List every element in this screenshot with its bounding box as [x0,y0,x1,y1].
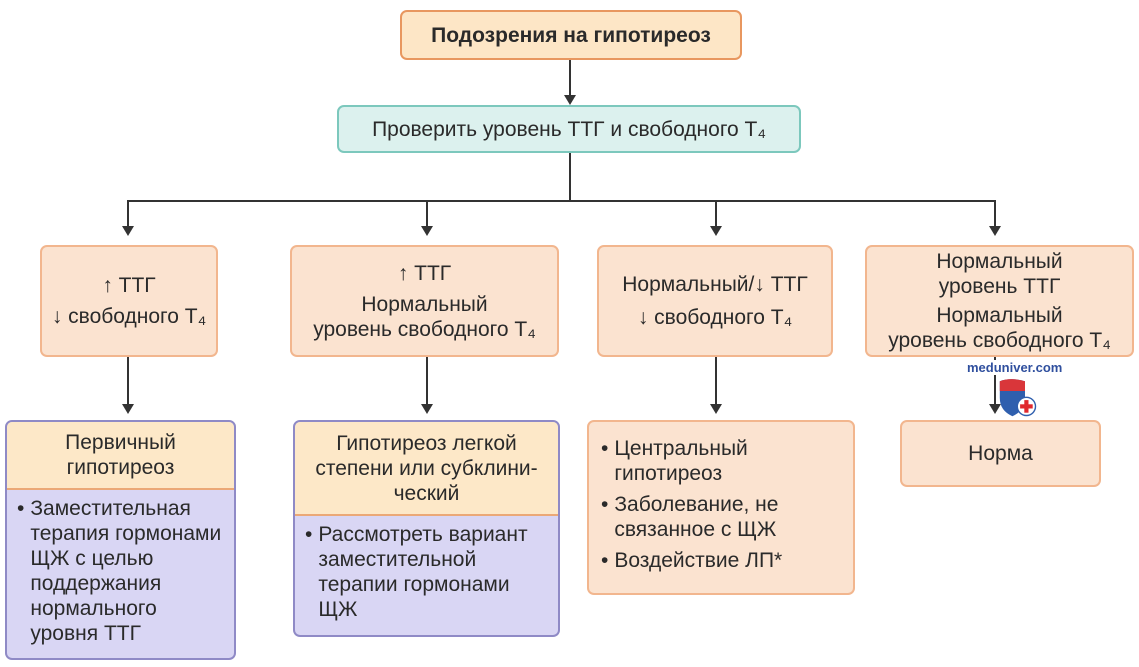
connector [569,153,571,201]
bullet-icon: • [17,497,25,520]
outcome-box-4: Норма [900,420,1101,487]
outcome-box-1: Первичный гипотиреоз •Заместительная тер… [5,420,236,660]
bullet-text: Заболевание, не связанное с ЩЖ [614,493,779,541]
bullet-text: Воздействие ЛП* [614,549,783,572]
connector [127,357,129,405]
bullet-item: •Центральный гипотиреоз [601,436,841,486]
result-line: уровень свободного Т₄ [313,317,536,341]
outcome-box-3: •Центральный гипотиреоз •Заболевание, не… [587,420,855,595]
bullet-item: •Заболевание, не связанное с ЩЖ [601,492,841,542]
shield-logo-icon [999,379,1037,417]
connector [426,357,428,405]
bullet-text: Рассмотреть вариант заместительной терап… [318,523,528,621]
bullet-text: Заместительная терапия гормонами ЩЖ с це… [30,497,222,645]
result-line: ↑ ТТГ [397,261,452,285]
outcome-body: •Заместительная терапия гормонами ЩЖ с ц… [7,490,234,658]
outcome-body: •Рассмотреть вариант заместительной тера… [295,516,558,634]
result-line: ↑ ТТГ [102,274,156,297]
connector [994,357,996,405]
result-line: ↓ свободного Т₄ [637,306,793,329]
result-line: Нормальный [936,250,1063,273]
arrow-head [989,404,1001,414]
result-box-4: Нормальный уровень ТТГ Нормальный уровен… [865,245,1134,357]
result-line: Нормальный [361,292,488,316]
bullet-icon: • [305,523,313,546]
result-line: ↓ свободного Т₄ [51,305,207,328]
arrow-head [564,95,576,105]
outcome-title-line: степени или субклини- [315,456,538,480]
watermark-text: meduniver.com [967,360,1063,375]
connector [127,200,996,202]
arrow-head [989,226,1001,236]
arrow-head [710,404,722,414]
result-line: Нормальный [936,304,1063,327]
bullet-item: •Рассмотреть вариант заместительной тера… [305,522,548,622]
outcome-title: Норма [968,442,1033,465]
bullet-icon: • [601,493,609,516]
outcome-box-2: Гипотиреоз легкой степени или субклини- … [293,420,560,637]
result-line: уровень ТТГ [938,275,1061,298]
suspicion-box: Подозрения на гипотиреоз [400,10,742,60]
bullet-icon: • [601,437,609,460]
outcome-title-line: Первичный [65,431,176,454]
bullet-item: •Заместительная терапия гормонами ЩЖ с ц… [17,496,224,646]
connector [715,357,717,405]
outcome-title: Гипотиреоз легкой степени или субклини- … [295,422,558,516]
result-box-1: ↑ ТТГ ↓ свободного Т₄ [40,245,218,357]
connector [715,200,717,226]
suspicion-label: Подозрения на гипотиреоз [431,23,711,47]
outcome-title-line: ческий [393,481,460,505]
check-box: Проверить уровень ТТГ и свободного Т₄ [337,105,801,153]
arrow-head [710,226,722,236]
bullet-icon: • [601,549,609,572]
check-label: Проверить уровень ТТГ и свободного Т₄ [372,117,766,141]
connector [569,60,571,96]
connector [426,200,428,226]
arrow-head [421,404,433,414]
arrow-head [122,404,134,414]
connector [127,200,129,226]
bullet-text: Центральный гипотиреоз [614,437,748,485]
arrow-head [122,226,134,236]
bullet-item: •Воздействие ЛП* [601,548,782,573]
outcome-title: Первичный гипотиреоз [7,422,234,490]
result-box-3: Нормальный/↓ ТТГ ↓ свободного Т₄ [597,245,833,357]
arrow-head [421,226,433,236]
outcome-title-line: гипотиреоз [66,456,175,479]
connector [994,200,996,226]
result-box-2: ↑ ТТГ Нормальный уровень свободного Т₄ [290,245,559,357]
result-line: Нормальный/↓ ТТГ [622,273,808,296]
result-line: уровень свободного Т₄ [888,329,1111,352]
outcome-title-line: Гипотиреоз легкой [336,431,517,455]
